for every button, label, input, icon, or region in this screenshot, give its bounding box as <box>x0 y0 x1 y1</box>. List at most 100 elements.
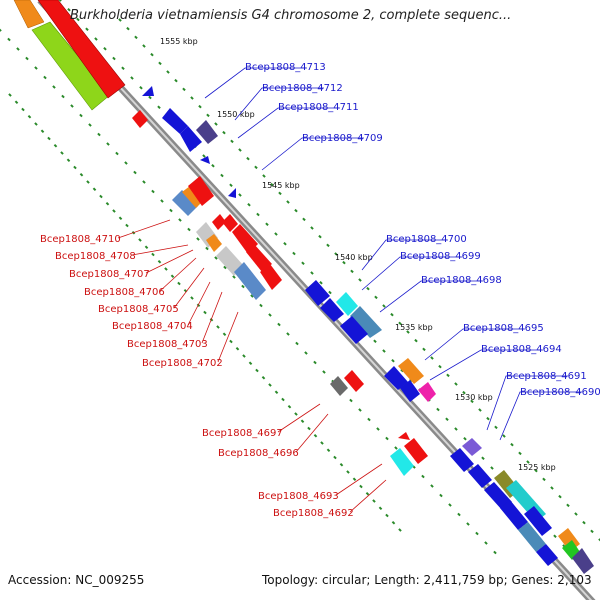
ruler-dot <box>115 151 119 156</box>
ruler-dot <box>97 132 101 137</box>
ruler-dot <box>295 341 299 346</box>
ruler-dot <box>43 75 47 80</box>
ruler-dot <box>445 417 449 422</box>
gene-label[interactable]: Bcep1808_4705 <box>98 304 179 315</box>
ruler-dot <box>326 243 330 248</box>
label-leader <box>349 479 387 513</box>
ruler-dot <box>166 70 170 74</box>
gene-label[interactable]: Bcep1808_4713 <box>245 62 326 73</box>
ruler-dot <box>294 412 298 416</box>
ruler-dot <box>421 474 425 479</box>
ruler-dot <box>385 436 389 441</box>
feature-block-top <box>13 0 154 128</box>
label-leader <box>117 219 171 239</box>
ruler-dot <box>160 199 164 203</box>
ruler-dot <box>582 520 586 525</box>
gene-label[interactable]: Bcep1808_4692 <box>273 508 354 519</box>
ruler-dot <box>202 154 206 158</box>
ruler-dot <box>214 122 218 126</box>
gene-label[interactable]: Bcep1808_4697 <box>202 428 283 439</box>
gene-label[interactable]: Bcep1808_4709 <box>302 133 383 144</box>
ruler-dot <box>478 408 482 412</box>
ruler-dot <box>310 226 314 230</box>
ruler-dot <box>223 265 227 270</box>
ruler-dot <box>378 506 383 511</box>
ruler-dot <box>313 433 318 438</box>
ruler-dot <box>34 122 38 126</box>
lower-label-leaders <box>117 219 387 513</box>
ruler-dot <box>466 522 470 526</box>
label-leader <box>424 328 525 361</box>
ruler-dot <box>349 398 353 403</box>
gene-label[interactable]: Bcep1808_4695 <box>463 323 544 334</box>
gene-label[interactable]: Bcep1808_4696 <box>218 448 299 459</box>
ruler-dot <box>391 520 396 525</box>
ruler-dot <box>79 113 83 118</box>
upper-gene-labels: Bcep1808_4713Bcep1808_4712Bcep1808_4711B… <box>245 62 600 398</box>
ruler-dot <box>190 96 194 100</box>
ruler-dot <box>350 269 354 274</box>
ruler-dot <box>148 95 152 100</box>
ruler-dot <box>287 404 292 409</box>
label-leader <box>261 137 364 171</box>
ruler-dot <box>486 416 490 421</box>
ruler-dot <box>8 93 12 97</box>
ruler-dot <box>319 280 323 285</box>
ruler-dot <box>320 441 324 445</box>
gene-label[interactable]: Bcep1808_4706 <box>84 287 165 298</box>
ruler-dot <box>310 271 314 275</box>
gene-label[interactable]: Bcep1808_4693 <box>258 491 339 502</box>
gene-label[interactable]: Bcep1808_4703 <box>127 339 208 350</box>
ruler-dot <box>365 491 370 496</box>
ruler-dot <box>490 466 494 470</box>
gene-label[interactable]: Bcep1808_4712 <box>262 83 343 94</box>
ruler-dot <box>484 541 488 545</box>
ruler-dot <box>214 256 218 260</box>
ruler-dot <box>235 346 240 351</box>
ruler-dot <box>359 484 363 489</box>
ruler-dot <box>205 246 209 251</box>
gene-label[interactable]: Bcep1808_4691 <box>506 371 587 382</box>
ruler-dot <box>138 238 142 242</box>
gene-label[interactable]: Bcep1808_4711 <box>278 102 359 113</box>
ruler-dot <box>502 434 506 438</box>
ruler-dot <box>367 417 371 422</box>
ruler-dot <box>144 245 149 250</box>
ruler-dot <box>248 361 253 366</box>
ruler-dot <box>318 234 322 239</box>
gene-label[interactable]: Bcep1808_4699 <box>400 251 481 262</box>
ruler-dot <box>40 129 45 134</box>
gene-label[interactable]: Bcep1808_4710 <box>40 234 121 245</box>
ruler-dot <box>211 163 215 168</box>
map-title: Burkholderia vietnamiensis G4 chromosome… <box>70 8 512 23</box>
ruler-dot <box>60 151 64 155</box>
ruler-dot <box>307 426 311 431</box>
ruler-dot <box>151 189 155 194</box>
ruler-dot <box>334 252 338 256</box>
ruler-dot <box>14 100 19 105</box>
ruler-dot <box>422 347 426 352</box>
gene-label[interactable]: Bcep1808_4698 <box>421 275 502 286</box>
gene-label[interactable]: Bcep1808_4702 <box>142 358 223 369</box>
gene-label[interactable]: Bcep1808_4708 <box>55 251 136 262</box>
ruler-dot <box>7 37 11 42</box>
ruler-dot <box>439 493 443 498</box>
label-leader <box>429 349 543 381</box>
ruler-dot <box>261 375 266 380</box>
ruler-dot <box>454 427 458 431</box>
gene-label[interactable]: Bcep1808_4704 <box>112 321 193 332</box>
ruler-dot <box>53 143 58 148</box>
ruler-dot <box>94 37 98 41</box>
gene-label[interactable]: Bcep1808_4690 <box>520 387 600 398</box>
gene-label[interactable]: Bcep1808_4700 <box>386 234 467 245</box>
ruler-dot <box>16 47 20 51</box>
ruler-dot <box>222 130 226 135</box>
ruler-dot <box>139 85 143 90</box>
gene-label[interactable]: Bcep1808_4694 <box>481 344 562 355</box>
ruler-dot <box>366 286 370 291</box>
gene-label[interactable]: Bcep1808_4707 <box>69 269 150 280</box>
ruler-dot <box>169 208 173 213</box>
ruler-dot <box>198 104 202 109</box>
ruler-dot <box>430 356 434 360</box>
ruler-dot <box>390 312 394 317</box>
